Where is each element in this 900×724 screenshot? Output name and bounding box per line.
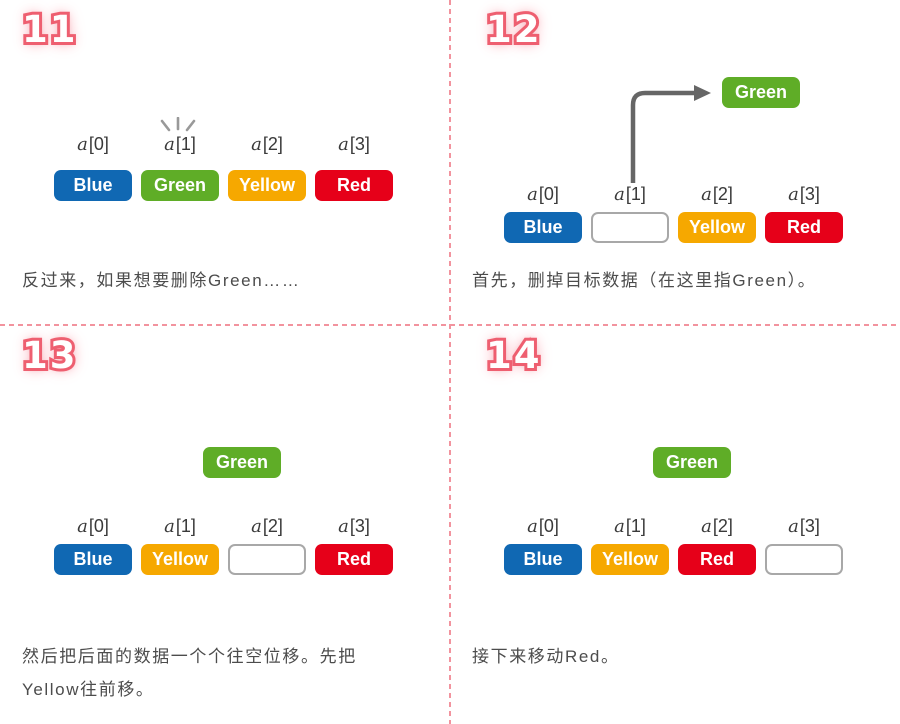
- index-labels: a[0] a[1] a[2] a[3]: [504, 184, 843, 205]
- removed-green-box: Green: [203, 447, 281, 478]
- array-cell-green: Green: [141, 170, 219, 201]
- index-labels: a[0] a[1] a[2] a[3]: [504, 516, 843, 537]
- index-label-a1: a[1]: [614, 184, 646, 205]
- caption: 然后把后面的数据一个个往空位移。先把 Yellow往前移。: [22, 647, 357, 699]
- array-cell-red: Red: [315, 544, 393, 575]
- index-label-a1: a[1]: [614, 516, 646, 537]
- index-label-a2: a[2]: [251, 516, 283, 537]
- step-number: 12: [486, 8, 542, 53]
- removed-green-box: Green: [722, 77, 800, 108]
- array-cell-red: Red: [315, 170, 393, 201]
- array-cell-yellow: Yellow: [141, 544, 219, 575]
- caption: 接下来移动Red。: [472, 647, 620, 666]
- emphasis-marks-icon: [160, 117, 196, 132]
- array-cell-blue: Blue: [54, 544, 132, 575]
- move-arrow-icon: [630, 85, 711, 183]
- array-row: Blue Yellow Red: [504, 544, 843, 575]
- array-cell-yellow: Yellow: [228, 170, 306, 201]
- panel-step-14: 14 Green a[0] a[1] a[2] a[3] Blue Yellow…: [450, 326, 900, 724]
- index-labels: a[0] a[1] a[2] a[3]: [54, 516, 393, 537]
- index-label-a3: a[3]: [788, 516, 820, 537]
- array-cell-empty: [228, 544, 306, 575]
- index-label-a1: a[1]: [164, 134, 196, 155]
- index-label-a2: a[2]: [701, 184, 733, 205]
- index-label-a0: a[0]: [527, 184, 559, 205]
- index-label-a2: a[2]: [251, 134, 283, 155]
- index-label-a0: a[0]: [77, 516, 109, 537]
- array-cell-blue: Blue: [54, 170, 132, 201]
- array-cell-blue: Blue: [504, 212, 582, 243]
- panel-step-11: 11 a[0] a[1] a[2] a[3] Blue Green Yellow…: [0, 0, 450, 324]
- divider-horizontal: [0, 324, 900, 326]
- array-cell-empty: [591, 212, 669, 243]
- index-label-a3: a[3]: [338, 516, 370, 537]
- removed-green-box: Green: [653, 447, 731, 478]
- array-cell-blue: Blue: [504, 544, 582, 575]
- step-number: 13: [22, 334, 78, 379]
- index-label-a3: a[3]: [338, 134, 370, 155]
- divider-vertical: [449, 0, 451, 724]
- array-cell-yellow: Yellow: [591, 544, 669, 575]
- array-cell-red: Red: [765, 212, 843, 243]
- index-label-a0: a[0]: [77, 134, 109, 155]
- array-row: Blue Yellow Red: [504, 212, 843, 243]
- step-number: 11: [22, 8, 78, 53]
- array-cell-yellow: Yellow: [678, 212, 756, 243]
- step-number: 14: [486, 334, 542, 379]
- array-cell-red: Red: [678, 544, 756, 575]
- index-label-a2: a[2]: [701, 516, 733, 537]
- array-row: Blue Green Yellow Red: [54, 170, 393, 201]
- index-label-a1: a[1]: [164, 516, 196, 537]
- index-labels: a[0] a[1] a[2] a[3]: [54, 134, 393, 155]
- caption: 首先，删掉目标数据（在这里指Green）。: [472, 271, 817, 290]
- panel-step-12: 12 Green a[0] a[1] a[2] a[3] Blue Yellow…: [450, 0, 900, 324]
- index-label-a3: a[3]: [788, 184, 820, 205]
- panel-step-13: 13 Green a[0] a[1] a[2] a[3] Blue Yellow…: [0, 326, 450, 724]
- index-label-a0: a[0]: [527, 516, 559, 537]
- array-cell-empty: [765, 544, 843, 575]
- array-row: Blue Yellow Red: [54, 544, 393, 575]
- caption: 反过来，如果想要删除Green……: [22, 271, 301, 290]
